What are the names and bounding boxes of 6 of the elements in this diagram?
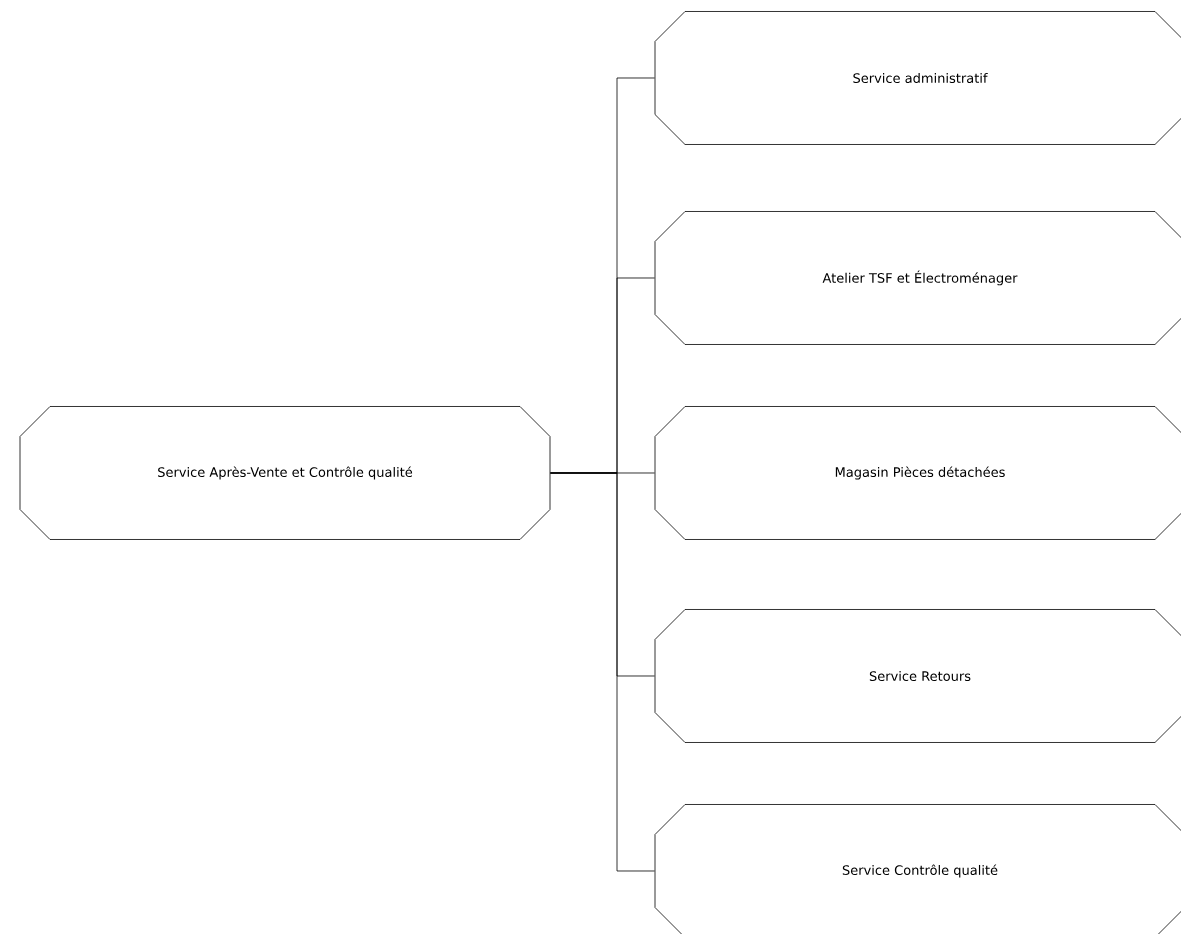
octagon-box: Service administratif <box>654 11 1181 145</box>
octagon-box: Magasin Pièces détachées <box>654 406 1181 540</box>
connector-line <box>550 472 655 872</box>
octagon-box: Service Retours <box>654 609 1181 743</box>
octagon-box: Atelier TSF et Électroménager <box>654 211 1181 345</box>
octagon-box: Service Contrôle qualité <box>654 804 1181 934</box>
